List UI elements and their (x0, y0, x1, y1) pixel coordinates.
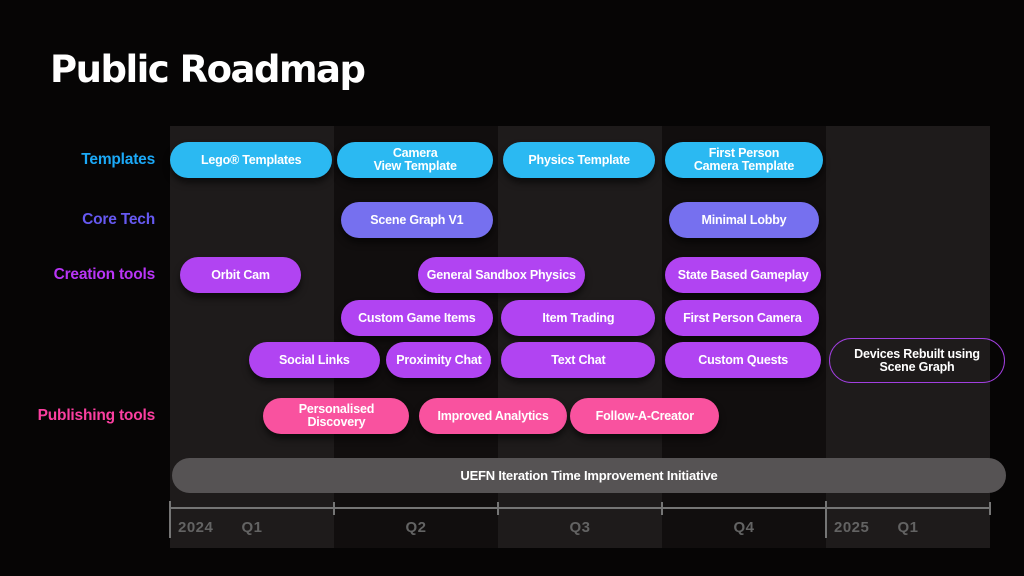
pill-orbit-cam: Orbit Cam (179, 257, 302, 293)
pill-custom-game-items: Custom Game Items (340, 300, 494, 336)
pill-lego-templates: Lego® Templates (170, 142, 333, 178)
pill-first-person-camera: First Person Camera (665, 300, 820, 336)
axis-quarter-label: Q2 (405, 519, 427, 536)
pill-text-chat: Text Chat (501, 342, 656, 378)
pill-scene-graph-v1: Scene Graph V1 (340, 202, 494, 238)
pill-custom-quests: Custom Quests (665, 342, 822, 378)
pill-social-links: Social Links (248, 342, 380, 378)
axis-quarter-label: Q1 (241, 519, 263, 536)
axis-tick (497, 502, 499, 515)
axis-tick (825, 501, 827, 538)
pill-general-sandbox-physics: General Sandbox Physics (417, 257, 585, 293)
axis-quarter-label: Q3 (569, 519, 591, 536)
axis-tick (333, 502, 335, 515)
axis-tick (169, 501, 171, 538)
pill-improved-analytics: Improved Analytics (419, 398, 567, 434)
axis-tick (661, 502, 663, 515)
row-label-templates: Templates (81, 151, 155, 168)
pill-minimal-lobby: Minimal Lobby (668, 202, 820, 238)
pill-proximity-chat: Proximity Chat (386, 342, 492, 378)
axis-line (170, 507, 990, 509)
page-title: Public Roadmap (50, 48, 366, 91)
axis-tick (989, 502, 991, 515)
pill-personalised: Personalised Discovery (263, 398, 410, 434)
row-label-creation-tools: Creation tools (53, 266, 156, 283)
pill-item-trading: Item Trading (501, 300, 656, 336)
axis-quarter-label: Q4 (733, 519, 755, 536)
pill-follow-a-creator: Follow-A-Creator (570, 398, 720, 434)
axis-quarter-label: Q1 (897, 519, 919, 536)
axis-year-label: 2024 (178, 519, 214, 536)
pill-first-person: First Person Camera Template (665, 142, 823, 178)
row-label-publishing-tools: Publishing tools (37, 407, 156, 424)
pill-physics-template: Physics Template (502, 142, 656, 178)
axis-year-label: 2025 (834, 519, 870, 536)
row-label-core-tech: Core Tech (82, 211, 155, 228)
pill-devices-rebuilt-using: Devices Rebuilt using Scene Graph (829, 338, 1005, 383)
uefn-initiative-banner: UEFN Iteration Time Improvement Initiati… (171, 458, 1007, 493)
pill-state-based-gameplay: State Based Gameplay (665, 257, 822, 293)
pill-camera: Camera View Template (337, 142, 494, 178)
